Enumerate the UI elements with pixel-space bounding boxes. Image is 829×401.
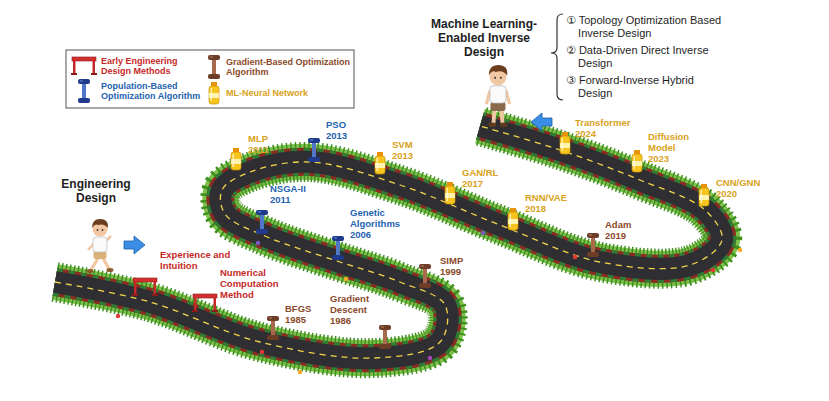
bottle-icon bbox=[632, 150, 642, 172]
icons bbox=[71, 55, 709, 349]
direction-arrow bbox=[531, 113, 552, 131]
dumbbell-icon bbox=[379, 325, 391, 349]
dumbbell-icon bbox=[267, 316, 279, 340]
milestone-label: 2024 bbox=[575, 129, 615, 140]
milestone-label: 2018 bbox=[525, 204, 565, 215]
milestone-label: NSGA-II bbox=[270, 184, 320, 195]
boy-figure bbox=[487, 65, 510, 127]
milestone-label: 2013 bbox=[326, 131, 366, 142]
milestone-label: Transformer bbox=[575, 118, 645, 129]
grass-band bbox=[55, 126, 722, 358]
arrows bbox=[124, 113, 552, 254]
dumbbell-icon bbox=[419, 264, 431, 288]
legend-entry: ML-Neural Network bbox=[226, 88, 350, 98]
road-curb-stripes bbox=[55, 126, 722, 358]
legend-frame bbox=[66, 50, 354, 108]
hurdle-icon bbox=[132, 278, 158, 296]
grass-blades bbox=[55, 126, 722, 358]
milestone-label: 1999 bbox=[440, 267, 480, 278]
direction-arrow bbox=[124, 236, 145, 254]
approach-item: ③ Forward-Inverse Hybrid Design bbox=[566, 74, 728, 99]
milestone-label: RNN/VAE bbox=[525, 193, 580, 204]
approach-item: ② Data-Driven Direct Inverse Design bbox=[566, 44, 728, 69]
bracket bbox=[551, 14, 563, 100]
milestone-label: CNN/GNN bbox=[716, 178, 776, 189]
milestone-label: GAN/RL bbox=[462, 168, 512, 179]
flower bbox=[344, 277, 348, 281]
milestone-label: 2011 bbox=[270, 195, 310, 206]
road-curb bbox=[55, 126, 722, 358]
road-asphalt bbox=[55, 126, 722, 358]
milestone-label: 2020 bbox=[716, 189, 756, 200]
hurdle-icon bbox=[192, 294, 218, 312]
approach-item: ① Topology Optimization Based Inverse De… bbox=[566, 14, 728, 39]
boy-figure bbox=[87, 219, 114, 273]
dumbbell-icon bbox=[332, 236, 344, 260]
milestone-label: 2013 bbox=[392, 151, 432, 162]
stage-title: Engineering Design bbox=[46, 178, 146, 206]
flower bbox=[116, 314, 120, 318]
dumbbell-icon bbox=[308, 138, 320, 162]
milestone-label: 2006 bbox=[350, 230, 390, 241]
legend-entry: Gradient-Based Optimization Algorithm bbox=[226, 57, 350, 78]
flower bbox=[256, 241, 260, 245]
milestone-label: PSO bbox=[326, 120, 366, 131]
flower bbox=[573, 255, 577, 259]
flower bbox=[260, 350, 264, 354]
bottle-icon bbox=[231, 148, 241, 170]
hurdle-icon bbox=[71, 57, 97, 75]
milestone-label: 1985 bbox=[285, 315, 325, 326]
flower bbox=[711, 268, 715, 272]
flower bbox=[298, 370, 302, 374]
bottle-icon bbox=[375, 152, 385, 174]
bottle-icon bbox=[508, 208, 518, 230]
bottle-icon bbox=[560, 132, 570, 154]
milestone-label: MLP bbox=[248, 134, 288, 145]
milestone-label: BFGS bbox=[285, 304, 325, 315]
legend-entry: Early Engineering Design Methods bbox=[101, 56, 199, 77]
dumbbell-icon bbox=[208, 55, 220, 79]
dumbbell-icon bbox=[78, 79, 90, 103]
bottle-icon bbox=[699, 184, 709, 206]
milestone-label: Diffusion Model bbox=[648, 132, 700, 154]
legend-entry: Population-Based Optimization Algorithm bbox=[101, 81, 223, 102]
milestone-label: 2023 bbox=[648, 154, 688, 165]
road-centerline bbox=[55, 126, 722, 358]
milestone-label: SVM bbox=[392, 140, 432, 151]
bottle-icon bbox=[209, 82, 219, 104]
milestone-label: Adam bbox=[605, 220, 645, 231]
flower bbox=[428, 356, 432, 360]
flower bbox=[481, 231, 485, 235]
milestone-label: 2017 bbox=[462, 179, 502, 190]
dumbbell-icon bbox=[587, 233, 599, 257]
flower bbox=[738, 248, 742, 252]
bottle-icon bbox=[445, 182, 455, 204]
milestone-label: Numerical Computation Method bbox=[220, 268, 292, 301]
milestone-label: Gradient Descent bbox=[330, 294, 380, 316]
milestone-label: SIMP bbox=[440, 256, 480, 267]
milestone-label: 2019 bbox=[605, 231, 645, 242]
milestone-label: Genetic Algorithms bbox=[350, 208, 408, 230]
milestone-label: 1986 bbox=[330, 316, 370, 327]
milestone-label: 2011 bbox=[248, 145, 288, 156]
stage-title: Machine Learning-Enabled Inverse Design bbox=[418, 18, 550, 59]
dumbbell-icon bbox=[256, 210, 268, 234]
